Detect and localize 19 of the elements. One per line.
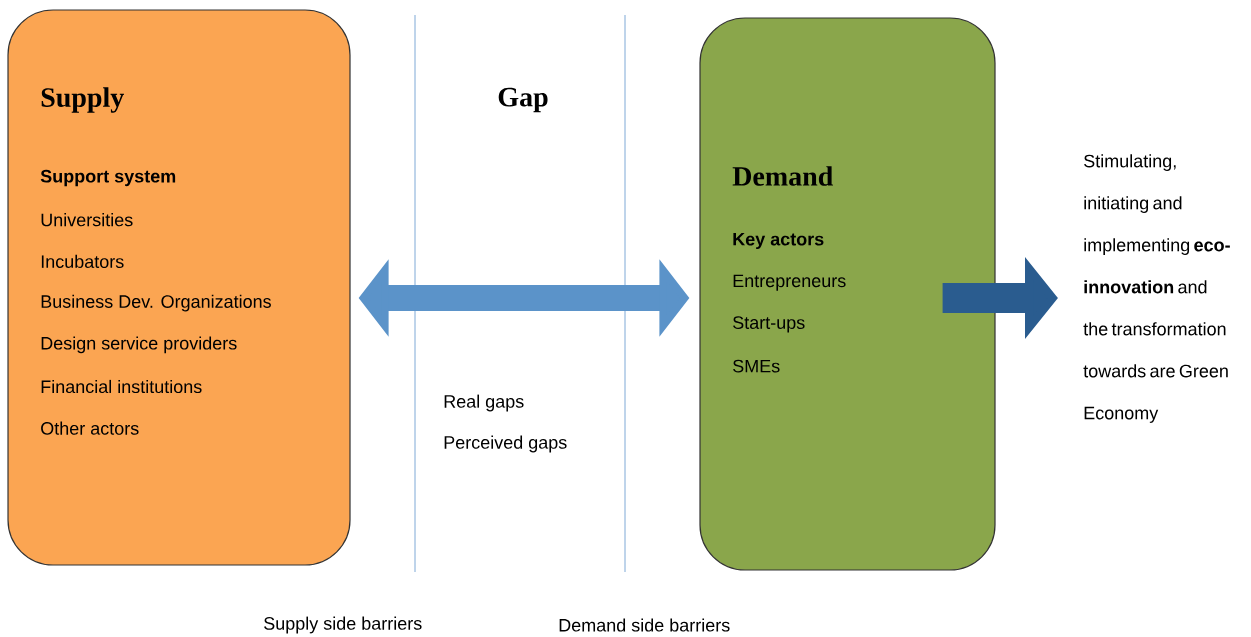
list-item: Design service providers [41, 336, 237, 354]
list-item: Financial institutions [41, 379, 202, 394]
outcome-text: Stimulating, initiating and implementing eco-innovation and the transformation towards are Green Economy [1083, 154, 1230, 423]
box-heading: Supply [41, 87, 124, 113]
list-item: Universities [41, 213, 133, 227]
barrier-label: Demand side barriers [559, 618, 730, 632]
list-heading: Support system [40, 169, 176, 187]
list-item: Entrepreneurs [733, 274, 846, 291]
list-heading: Key actors [733, 232, 824, 250]
gap-label: Real gaps [444, 394, 524, 412]
list-item: Incubators [41, 254, 124, 268]
list-item: Business Dev. Organizations [41, 294, 271, 312]
list-item: SMEs [733, 359, 780, 373]
box-heading: Demand [732, 166, 833, 186]
gap-label: Perceived gaps [444, 435, 567, 453]
list-item: Start-ups [733, 316, 805, 333]
list-item: Other actors [41, 421, 139, 435]
column-heading: Gap [498, 87, 548, 113]
barrier-label: Supply side barriers [264, 616, 422, 634]
